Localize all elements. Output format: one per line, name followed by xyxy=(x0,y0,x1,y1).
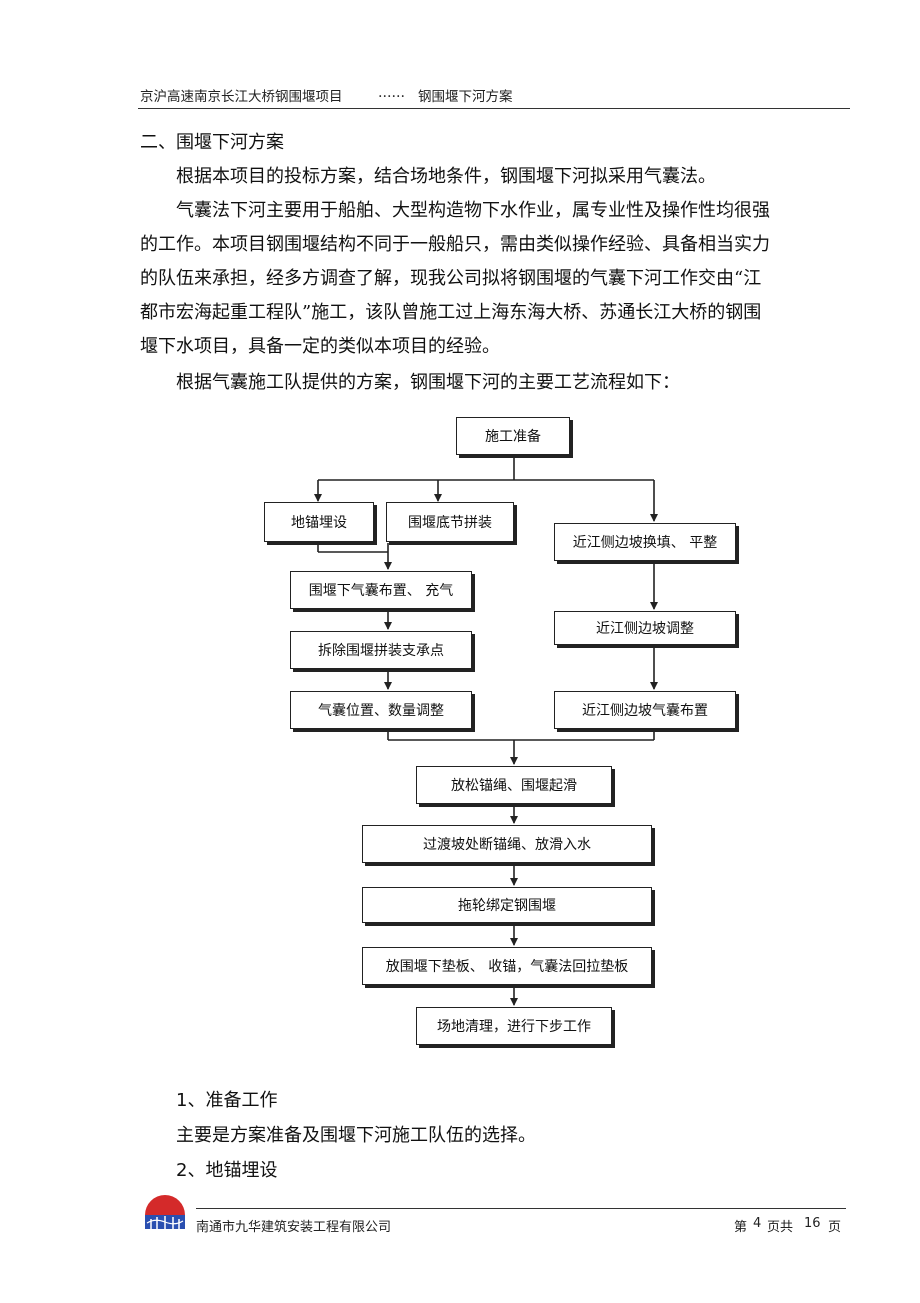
flow-step-right-c: 近江侧边坡气囊布置 xyxy=(554,691,736,729)
paragraph-2-line-3: 的队伍来承担，经多方调查了解，现我公司拟将钢围堰的气囊下河工作交由“江 xyxy=(140,268,762,289)
footer-company: 南通市九华建筑安装工程有限公司 xyxy=(196,1220,392,1235)
section-1-text: 主要是方案准备及围堰下河施工队伍的选择。 xyxy=(176,1125,536,1146)
paragraph-2-line-1: 气囊法下河主要用于船舶、大型构造物下水作业，属专业性及操作性均很强 xyxy=(176,200,770,221)
flow-step-m1: 放松锚绳、围堰起滑 xyxy=(416,766,612,804)
paragraph-3: 根据气囊施工队提供的方案，钢围堰下河的主要工艺流程如下： xyxy=(176,372,680,393)
flow-step-m4: 放围堰下垫板、 收锚，气囊法回拉垫板 xyxy=(362,947,652,985)
flow-step-left-c: 围堰下气囊布置、 充气 xyxy=(290,571,472,609)
flow-step-right-a: 近江侧边坡换填、 平整 xyxy=(554,523,736,561)
flow-step-left-d: 拆除围堰拼装支承点 xyxy=(290,631,472,669)
flow-step-m3: 拖轮绑定钢围堰 xyxy=(362,887,652,923)
header-ellipsis: …… xyxy=(378,85,405,101)
section-title: 二、围堰下河方案 xyxy=(140,132,284,153)
logo-icon xyxy=(145,1195,185,1229)
footer-page-label-2: 页共 xyxy=(767,1220,794,1235)
flow-step-m5: 场地清理，进行下步工作 xyxy=(416,1007,612,1045)
paragraph-1: 根据本项目的投标方案，结合场地条件，钢围堰下河拟采用气囊法。 xyxy=(176,166,716,187)
header-project: 京沪高速南京长江大桥钢围堰项目 xyxy=(140,89,343,105)
footer-page-number: 4 xyxy=(753,1216,762,1231)
header-rule xyxy=(138,108,850,109)
flow-step-m2: 过渡坡处断锚绳、放滑入水 xyxy=(362,825,652,863)
footer-page-label-3: 页 xyxy=(828,1220,842,1235)
flow-step-left-e: 气囊位置、数量调整 xyxy=(290,691,472,729)
header-doc-title: 钢围堰下河方案 xyxy=(418,89,513,105)
footer-rule xyxy=(196,1208,846,1209)
flow-step-start: 施工准备 xyxy=(456,417,570,455)
section-1-title: 1、准备工作 xyxy=(176,1090,278,1111)
section-2-title: 2、地锚埋设 xyxy=(176,1160,278,1181)
footer-page-total: 16 xyxy=(804,1216,821,1231)
paragraph-2-line-4: 都市宏海起重工程队”施工，该队曾施工过上海东海大桥、苏通长江大桥的钢围 xyxy=(140,302,762,323)
flow-step-left-a: 地锚埋设 xyxy=(264,502,374,542)
company-logo xyxy=(143,1195,187,1231)
flow-step-left-b: 围堰底节拼装 xyxy=(386,502,514,542)
paragraph-2-line-2: 的工作。本项目钢围堰结构不同于一般船只，需由类似操作经验、具备相当实力 xyxy=(140,234,770,255)
paragraph-2-line-5: 堰下水项目，具备一定的类似本项目的经验。 xyxy=(140,336,500,357)
flow-step-right-b: 近江侧边坡调整 xyxy=(554,611,736,645)
footer-page-label-1: 第 xyxy=(734,1220,748,1235)
